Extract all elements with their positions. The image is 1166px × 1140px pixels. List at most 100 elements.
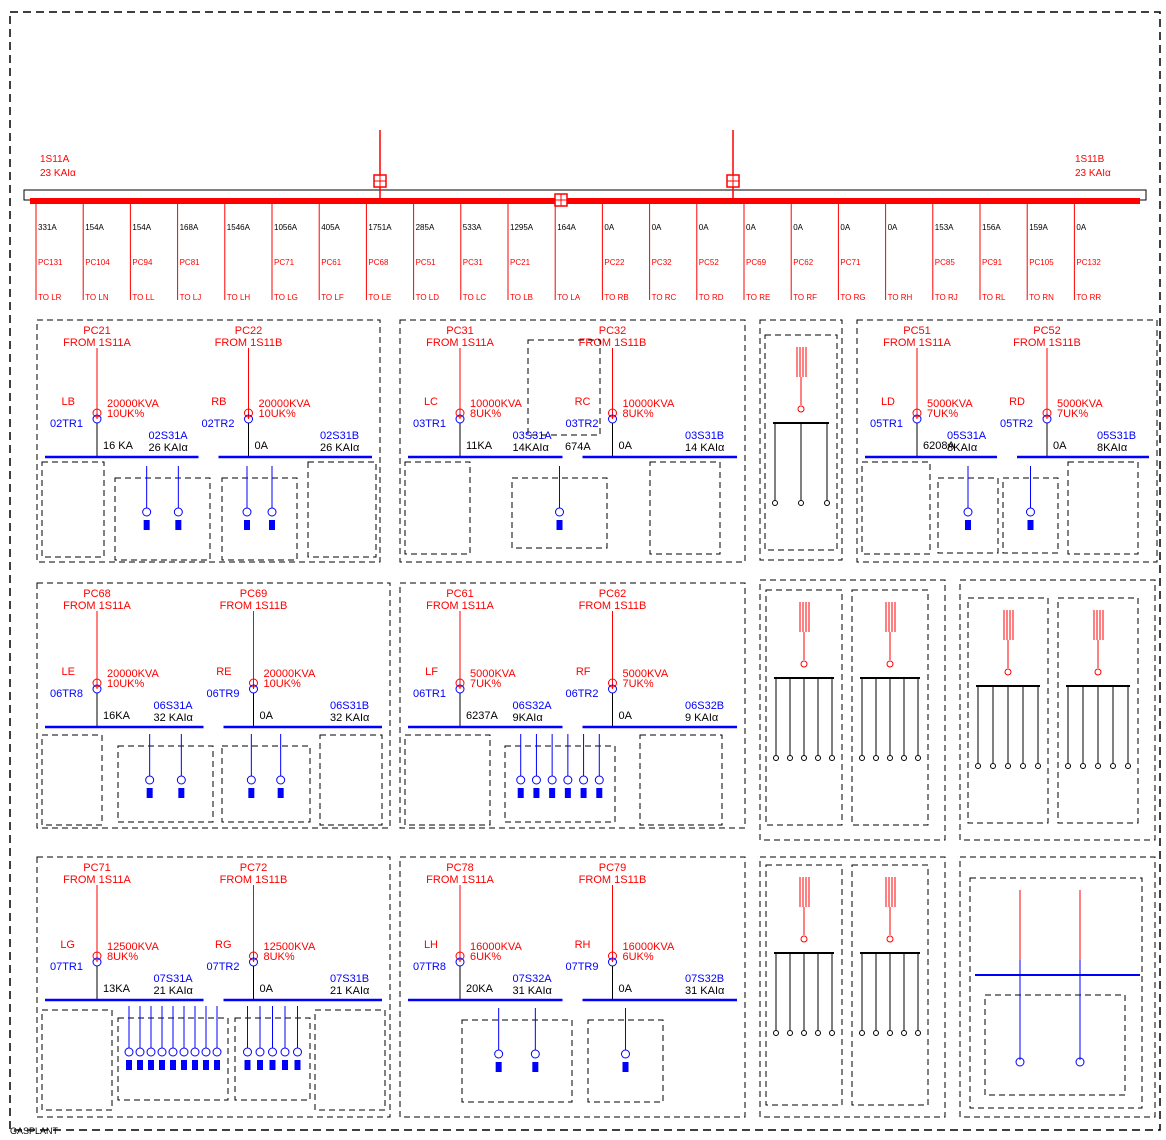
pc-source: FROM 1S11A [883,337,951,349]
dashed-box [314,1009,386,1111]
secondary-amps: 6208A [923,440,955,452]
feeder-amps: 0A [746,223,756,232]
mid-feeder-amps: 674A [565,441,591,453]
feeder-amps: 1295A [510,223,534,232]
mini-motor-icon [815,1030,821,1036]
feeder-amps: 156A [982,223,1001,232]
pc-source: FROM 1S11A [426,337,494,349]
mini-motor-icon [772,500,778,506]
pc-source: FROM 1S11B [579,874,647,886]
mini-motor-icon [1110,763,1116,769]
feeder-amps: 153A [935,223,954,232]
motor-icon [179,1047,189,1057]
motor-icon [124,1047,134,1057]
lv-bus-rating: 9 KAIα [685,712,719,724]
secondary-amps: 16 KA [103,440,134,452]
plant-label: GASPLANT [10,1126,59,1136]
feeder-destination: TO LL [132,293,155,302]
feeder-amps: 154A [85,223,104,232]
transformer-impedance: 8UK% [470,408,501,420]
mini-motor-icon [990,763,996,769]
feeder-amps: 0A [652,223,662,232]
pc-name: PC31 [446,325,474,337]
mini-load-panel [984,994,1126,1096]
transformer-impedance: 8UK% [264,951,295,963]
mini-substation-frame [851,589,929,826]
load-panel [461,1019,573,1103]
motor-icon [516,775,526,785]
lv-bus-rating: 9KAIα [513,712,544,724]
transformer-impedance: 6UK% [623,951,654,963]
load-label-block [148,1060,154,1070]
feeder-pc: PC71 [840,258,861,267]
motor-icon [579,775,589,785]
motor-icon [243,1047,252,1057]
load-panel [587,1019,664,1103]
transformer-rating: 20000KVA [259,398,311,410]
motor-icon [168,1047,178,1057]
pc-name: PC61 [446,588,474,600]
feeder-pc: PC105 [1029,258,1054,267]
mini-motor-icon [901,755,907,761]
transformer-primary-icon [455,678,465,688]
mini-motor-icon [1015,1057,1025,1067]
feeder-destination: TO RD [699,293,724,302]
lv-bus-name: 03S31B [685,430,724,442]
feeder-destination: TO LE [368,293,391,302]
transformer-rating: 20000KVA [107,668,159,680]
transformer-rating: 16000KVA [623,941,675,953]
transformer-id: 05TR2 [1000,418,1033,430]
feeder-pc: PC51 [416,258,437,267]
transformer-primary-icon [608,408,617,418]
load-label-block [532,1062,539,1072]
mini-motor-icon [829,1030,835,1036]
mini-motor-icon [887,755,893,761]
motor-icon [268,1047,277,1057]
mini-group-frame [759,856,946,1118]
pc-name: PC51 [903,325,931,337]
motor-icon [145,775,155,785]
secondary-amps: 0A [619,440,633,452]
feeder-destination: TO LN [85,293,109,302]
feeder-pc: PC21 [510,258,531,267]
pc-source: FROM 1S11A [426,600,494,612]
mini-substation-frame [967,597,1049,824]
dashed-box [639,734,723,826]
pc-source: FROM 1S11A [63,600,131,612]
mini-motor-icon [859,1030,865,1036]
transformer-id: 05TR1 [870,418,903,430]
transformer-primary-icon [92,678,102,688]
dashed-box [41,461,105,558]
transformer-primary-icon [92,951,102,961]
load-label-block [257,1060,263,1070]
pc-name: PC79 [599,862,627,874]
breaker-label: LG [60,939,75,951]
mini-motor-icon [1095,763,1101,769]
load-panel [1002,477,1059,554]
load-label-block [203,1060,209,1070]
feeder-destination: TO RC [652,293,677,302]
feeder-pc: PC61 [321,258,342,267]
lv-bus-rating: 26 KAIα [320,442,360,454]
feeder-destination: TO LD [416,293,440,302]
lv-bus-rating: 8KAIα [1097,442,1128,454]
breaker-label: LH [424,939,438,951]
dashed-box [41,734,103,826]
transformer-id: 06TR1 [413,688,446,700]
mini-motor-icon [873,1030,879,1036]
lv-bus-rating: 14 KAIα [685,442,725,454]
load-label-block [549,788,556,798]
feeder-destination: TO LB [510,293,533,302]
transformer-id: 07TR8 [413,961,446,973]
transformer-primary-icon [244,408,253,418]
dashed-box [404,734,491,826]
breaker-label: RE [216,666,231,678]
lv-bus-name: 03S31A [513,430,553,442]
load-label-block [244,520,250,530]
mini-group-frame [759,319,843,561]
pc-name: PC72 [240,862,268,874]
lv-bus-name: 07S31B [330,973,369,985]
substation-frame [399,582,746,829]
feeder-pc: PC68 [368,258,389,267]
